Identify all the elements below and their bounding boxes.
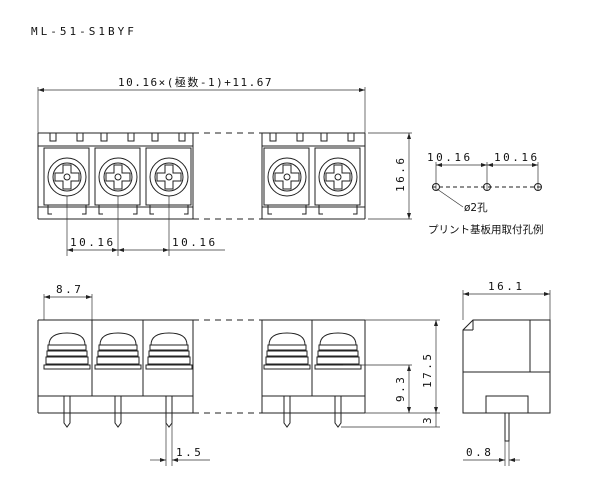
screw-front <box>43 332 91 370</box>
pcb-hole <box>432 183 440 191</box>
pin-length-dimension: 3 <box>421 415 434 424</box>
height-front-dimension: 17.5 <box>421 352 434 389</box>
pcb-layout-caption: プリント基板用取付孔例 <box>428 223 544 236</box>
front-view: 8.7 <box>37 283 440 466</box>
pin <box>63 395 71 428</box>
overall-length-dimension: 10.16×(極数-1)+11.67 <box>118 75 273 89</box>
end-width-dimension: 8.7 <box>56 283 83 296</box>
terminal-cell <box>314 133 361 215</box>
pin-thickness-dimension: 0.8 <box>466 446 493 459</box>
top-view: 10.16×(極数-1)+11.67 <box>37 75 412 256</box>
terminal-cell <box>94 133 141 215</box>
terminal-cell <box>263 133 310 215</box>
pcb-pitch-right-dimension: 10.16 <box>494 151 540 164</box>
terminal-cell <box>43 133 90 215</box>
screw-front <box>94 332 142 370</box>
screw-front <box>263 332 311 370</box>
side-depth-dimension: 16.1 <box>488 280 525 293</box>
screw-front <box>314 332 362 370</box>
screw-height-dimension: 9.3 <box>394 375 407 402</box>
side-view: 16.1 0.8 <box>462 280 551 466</box>
hole-diameter-label: ø2孔 <box>464 201 488 214</box>
pcb-pitch-left-dimension: 10.16 <box>427 151 473 164</box>
screw-front <box>145 332 193 370</box>
pin <box>165 395 173 428</box>
pin <box>334 395 342 428</box>
terminal-cell <box>145 133 192 215</box>
pitch-bottom-right-dimension: 10.16 <box>172 236 218 249</box>
pcb-hole-layout: 10.16 10.16 ø2孔 プリント基板用取付孔例 <box>427 151 544 236</box>
part-number: ML-51-S1BYF <box>31 25 137 38</box>
pin-offset-dimension: 1.5 <box>176 446 203 459</box>
height-top-dimension: 16.6 <box>394 156 407 193</box>
pin <box>283 395 291 428</box>
pcb-hole <box>483 183 491 191</box>
pitch-bottom-left-dimension: 10.16 <box>70 236 116 249</box>
pcb-hole <box>534 183 542 191</box>
pin <box>114 395 122 428</box>
